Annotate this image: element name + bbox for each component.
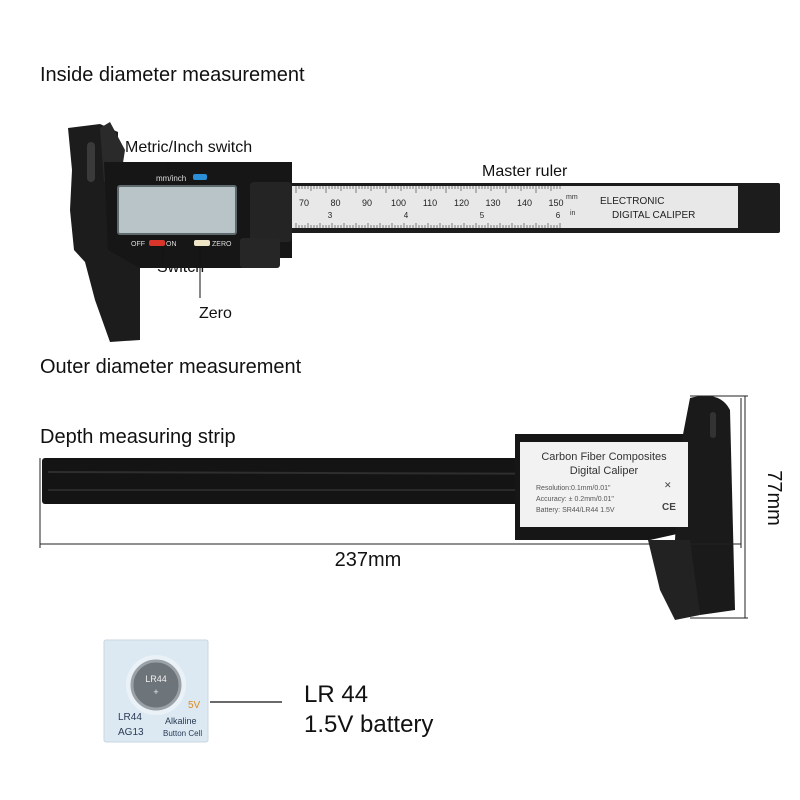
spec-battery: Battery: SR44/LR44 1.5V <box>536 507 615 514</box>
inside-jaw-slot <box>87 142 95 182</box>
mm-scale-label: 140 <box>517 198 532 208</box>
mm-scale-label: 100 <box>391 198 406 208</box>
power-button[interactable] <box>149 240 165 246</box>
mm-scale-label: 90 <box>362 198 372 208</box>
weee-icon: ✕ <box>664 480 672 490</box>
battery-type-1: Alkaline <box>165 716 197 726</box>
zero-button-label: ZERO <box>212 241 232 248</box>
depth-strip-label: Depth measuring strip <box>40 426 236 448</box>
mm-scale-label: 110 <box>423 198 437 208</box>
outer-jaw-back <box>675 395 735 615</box>
jaw-slot-back <box>710 412 716 438</box>
mm-scale-label: 70 <box>299 198 309 208</box>
beam-groove <box>47 471 601 475</box>
length-value: 237mm <box>335 549 402 571</box>
off-label: OFF <box>131 241 145 248</box>
inch-scale-label: 5 <box>480 211 485 220</box>
master-ruler <box>292 186 738 228</box>
ruler-title-line1: ELECTRONIC <box>600 196 664 207</box>
zero-button[interactable] <box>194 240 210 246</box>
height-value: 77mm <box>763 470 785 526</box>
unit-in: in <box>570 210 576 217</box>
mm-scale-label: 80 <box>330 198 340 208</box>
ruler-title-line2: DIGITAL CALIPER <box>612 210 695 221</box>
battery-description: 1.5V battery <box>304 711 434 738</box>
battery-type-2: Button Cell <box>163 729 202 738</box>
fixed-jaw <box>68 124 140 342</box>
battery-side-label-2: AG13 <box>118 727 144 738</box>
metric-inch-switch-label: Metric/Inch switch <box>125 139 253 156</box>
on-label: ON <box>166 241 177 248</box>
spec-resolution: Resolution:0.1mm/0.01" <box>536 485 611 492</box>
battery-cell <box>130 659 182 711</box>
ce-mark: CE <box>662 502 676 513</box>
lower-jaw-back <box>648 540 700 620</box>
mm-scale-numbers: 70 80 90 100 110 120 130 140 150 3 4 5 6 <box>299 198 564 220</box>
mm-scale-label: 120 <box>454 198 469 208</box>
mode-label: mm/inch <box>156 174 186 183</box>
master-ruler-label: Master ruler <box>482 163 568 180</box>
battery-side-label-1: LR44 <box>118 712 142 723</box>
thumb-wheel <box>240 238 280 268</box>
unit-mm: mm <box>566 194 578 201</box>
mm-scale-label: 130 <box>485 198 500 208</box>
inch-scale-label: 4 <box>404 211 409 220</box>
inside-diameter-label: Inside diameter measurement <box>40 64 305 86</box>
outer-diameter-label: Outer diameter measurement <box>40 356 302 378</box>
inch-scale-label: 6 <box>556 211 561 220</box>
battery-voltage-fragment: 5V <box>188 700 201 711</box>
spec-title-1: Carbon Fiber Composites <box>541 451 667 463</box>
spec-label-panel <box>520 442 688 527</box>
mm-scale-label: 150 <box>548 198 563 208</box>
lcd-display <box>117 185 237 235</box>
battery-plus-sign: + <box>153 687 158 697</box>
zero-label: Zero <box>199 305 232 322</box>
battery-title: LR 44 <box>304 681 369 708</box>
spec-accuracy: Accuracy: ± 0.2mm/0.01" <box>536 496 614 503</box>
mode-button[interactable] <box>193 174 207 180</box>
spec-title-2: Digital Caliper <box>570 465 639 477</box>
thumb-wheel-housing <box>250 182 292 242</box>
mm-tick-marks <box>295 186 561 228</box>
inch-scale-label: 3 <box>328 211 333 220</box>
caliper-beam-back <box>42 458 602 504</box>
battery-cell-label: LR44 <box>145 674 167 684</box>
